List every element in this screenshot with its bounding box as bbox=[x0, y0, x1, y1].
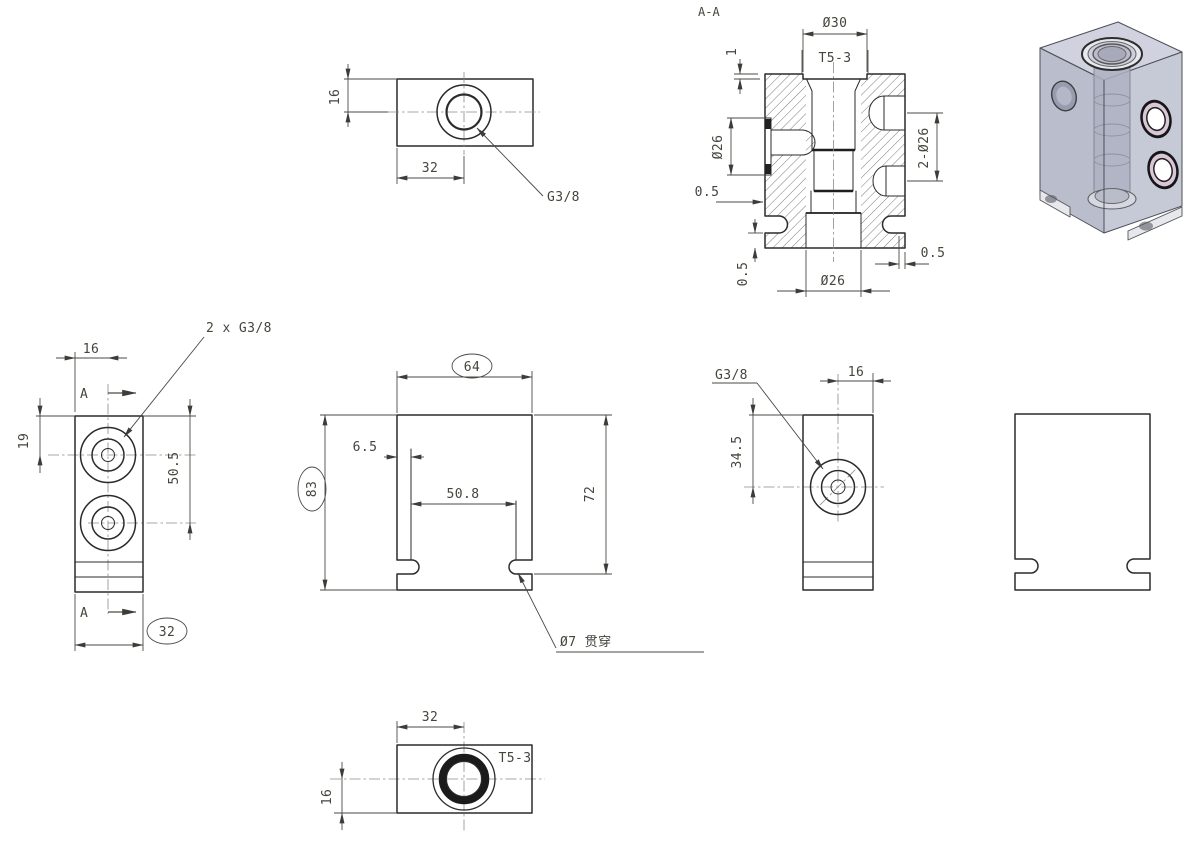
dim-slot-span-label: 50.8 bbox=[447, 487, 480, 502]
thread-callout: G3/8 bbox=[547, 190, 580, 205]
section-marker-bottom: A bbox=[80, 606, 88, 621]
dim-body-height-label: 72 bbox=[583, 486, 598, 502]
reference-dim-oval bbox=[297, 466, 327, 512]
right-port-upper-outline bbox=[868, 95, 906, 131]
right-port-lower-outline bbox=[872, 165, 906, 197]
side-view-outline bbox=[1014, 413, 1151, 591]
top-view: 16 32 G3/8 bbox=[328, 64, 580, 205]
dim-port-span-label: 50.5 bbox=[167, 452, 182, 485]
top-view-outline bbox=[396, 78, 534, 147]
iso-bore-cylinder bbox=[1093, 59, 1131, 205]
dim-right-ports-label: 2-Ø26 bbox=[917, 127, 932, 168]
port-hole-outer bbox=[436, 84, 492, 140]
left-port-outline bbox=[764, 117, 816, 176]
dim-port-height-label: 34.5 bbox=[730, 436, 745, 469]
dim-height-label: 16 bbox=[320, 789, 335, 805]
section-outline bbox=[764, 73, 906, 249]
section-title: A-A bbox=[698, 5, 720, 19]
ports-callout: 2 x G3/8 bbox=[206, 321, 272, 336]
iso-right-port-upper bbox=[1140, 99, 1172, 139]
lower-port-outer bbox=[79, 494, 137, 552]
iso-view bbox=[1039, 21, 1183, 241]
dim-ref-width-label: 64 bbox=[464, 360, 480, 375]
back-view: G3/8 16 34.5 bbox=[712, 365, 891, 591]
dim-width-label: 16 bbox=[83, 342, 99, 357]
left-view-outline bbox=[74, 415, 144, 593]
dim-bottom-port-label: Ø26 bbox=[821, 274, 846, 289]
upper-port-outer bbox=[79, 426, 137, 484]
dim-width-label: 32 bbox=[422, 710, 438, 725]
bore-walls bbox=[805, 78, 862, 249]
bottom-port-outer bbox=[432, 747, 496, 811]
section-thread-label: T5-3 bbox=[819, 51, 852, 66]
dim-offset-bottom-left-label: 0.5 bbox=[736, 262, 751, 287]
iso-right-port-lower bbox=[1147, 150, 1179, 190]
section-view: A-A T5-3 Ø30 1 Ø26 bbox=[695, 5, 946, 297]
bottom-thread-label: T5-3 bbox=[499, 751, 532, 766]
dim-port-top-label: 19 bbox=[17, 433, 32, 449]
reference-dim-oval bbox=[451, 353, 493, 379]
dim-depth-label: 1 bbox=[725, 48, 740, 56]
dim-ref-depth-label: 32 bbox=[159, 625, 175, 640]
front-view-outline bbox=[396, 414, 533, 591]
thread-callout: G3/8 bbox=[715, 368, 748, 383]
slot-hole-note: Ø7 贯穿 bbox=[560, 634, 611, 650]
dim-width-label: 32 bbox=[422, 161, 438, 176]
back-view-outline bbox=[802, 414, 874, 591]
left-view: 2 x G3/8 A A 16 19 50.5 32 bbox=[17, 321, 272, 651]
port-hole-thread bbox=[445, 93, 483, 131]
left-port-seat-bottom bbox=[765, 164, 771, 174]
dim-width-label: 16 bbox=[848, 365, 864, 380]
dim-height-label: 16 bbox=[328, 89, 343, 105]
dim-ref-height-label: 83 bbox=[305, 481, 320, 497]
reference-dim-oval bbox=[146, 617, 188, 645]
back-port-outer bbox=[809, 458, 867, 516]
dim-slot-offset-label: 6.5 bbox=[353, 440, 378, 455]
bottom-port-thread-ring bbox=[438, 753, 490, 805]
section-marker-top: A bbox=[80, 387, 88, 402]
front-view: 64 83 6.5 50.8 72 Ø7 贯穿 bbox=[297, 353, 704, 653]
iso-left-port bbox=[1050, 80, 1078, 112]
bottom-view: T5-3 32 16 bbox=[320, 710, 545, 832]
bottom-view-outline bbox=[396, 744, 533, 814]
dim-counterbore-label: Ø30 bbox=[823, 16, 848, 31]
iso-right-rail bbox=[1127, 206, 1183, 241]
left-port-seat-top bbox=[765, 119, 771, 129]
side-outline-view bbox=[1014, 413, 1151, 591]
dim-offset-bottom-right-label: 0.5 bbox=[921, 246, 946, 261]
section-hatch bbox=[765, 74, 905, 248]
dim-left-port-label: Ø26 bbox=[711, 135, 726, 160]
dim-offset-left-label: 0.5 bbox=[695, 185, 720, 200]
